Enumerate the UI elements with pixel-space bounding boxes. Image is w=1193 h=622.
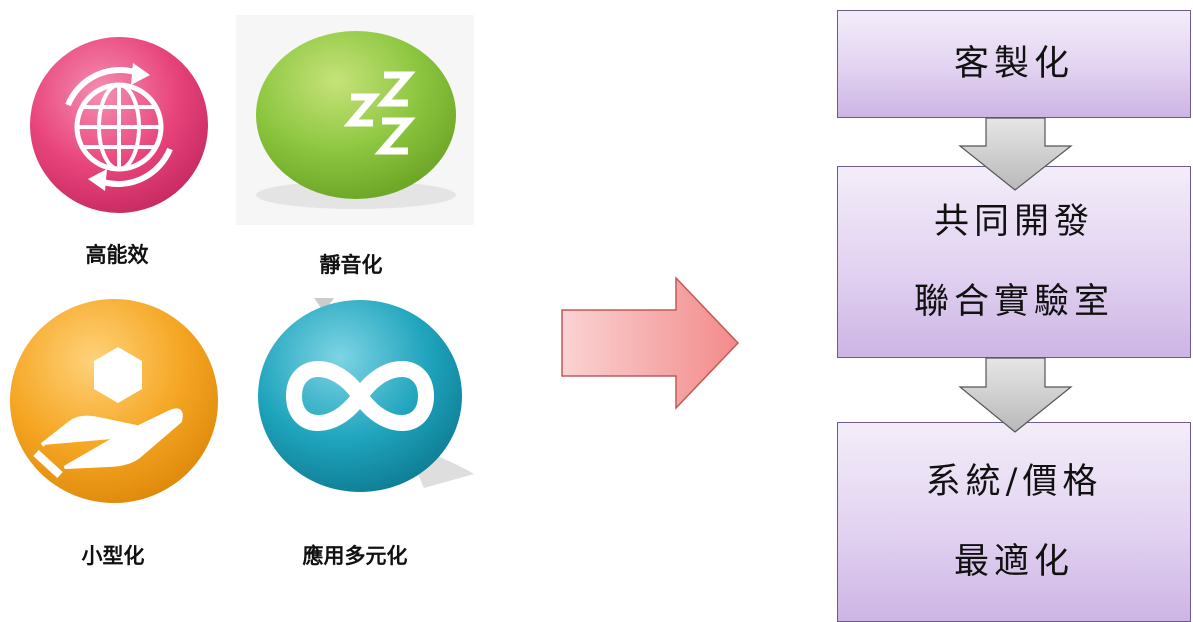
globe-refresh-icon — [30, 37, 208, 213]
flow-step-lab-label: 聯合實驗室 — [913, 282, 1114, 322]
flow-step-system-price-label: 系統/價格 — [925, 462, 1103, 502]
hand-hexagon-icon — [10, 299, 218, 503]
down-arrow-icon — [958, 117, 1073, 191]
feature-label-efficiency: 高能效 — [85, 243, 149, 267]
infinity-icon — [258, 298, 474, 492]
feature-label-versatile: 應用多元化 — [302, 544, 408, 568]
feature-label-silent: 靜音化 — [319, 253, 383, 277]
moon-sleep-icon — [236, 15, 474, 225]
down-arrows — [958, 117, 1073, 433]
feature-label-compact: 小型化 — [81, 544, 145, 568]
flow-step-codevelopment: 共同開發 聯合實驗室 — [837, 166, 1191, 358]
flow-step-customization: 客製化 — [837, 10, 1191, 118]
flow-step-codevelopment-label: 共同開發 — [933, 202, 1094, 242]
down-arrow-icon — [958, 357, 1073, 433]
flow-step-customization-label: 客製化 — [953, 44, 1074, 84]
right-arrow-icon — [561, 276, 740, 410]
flow-step-optimization-label: 最適化 — [953, 542, 1074, 582]
